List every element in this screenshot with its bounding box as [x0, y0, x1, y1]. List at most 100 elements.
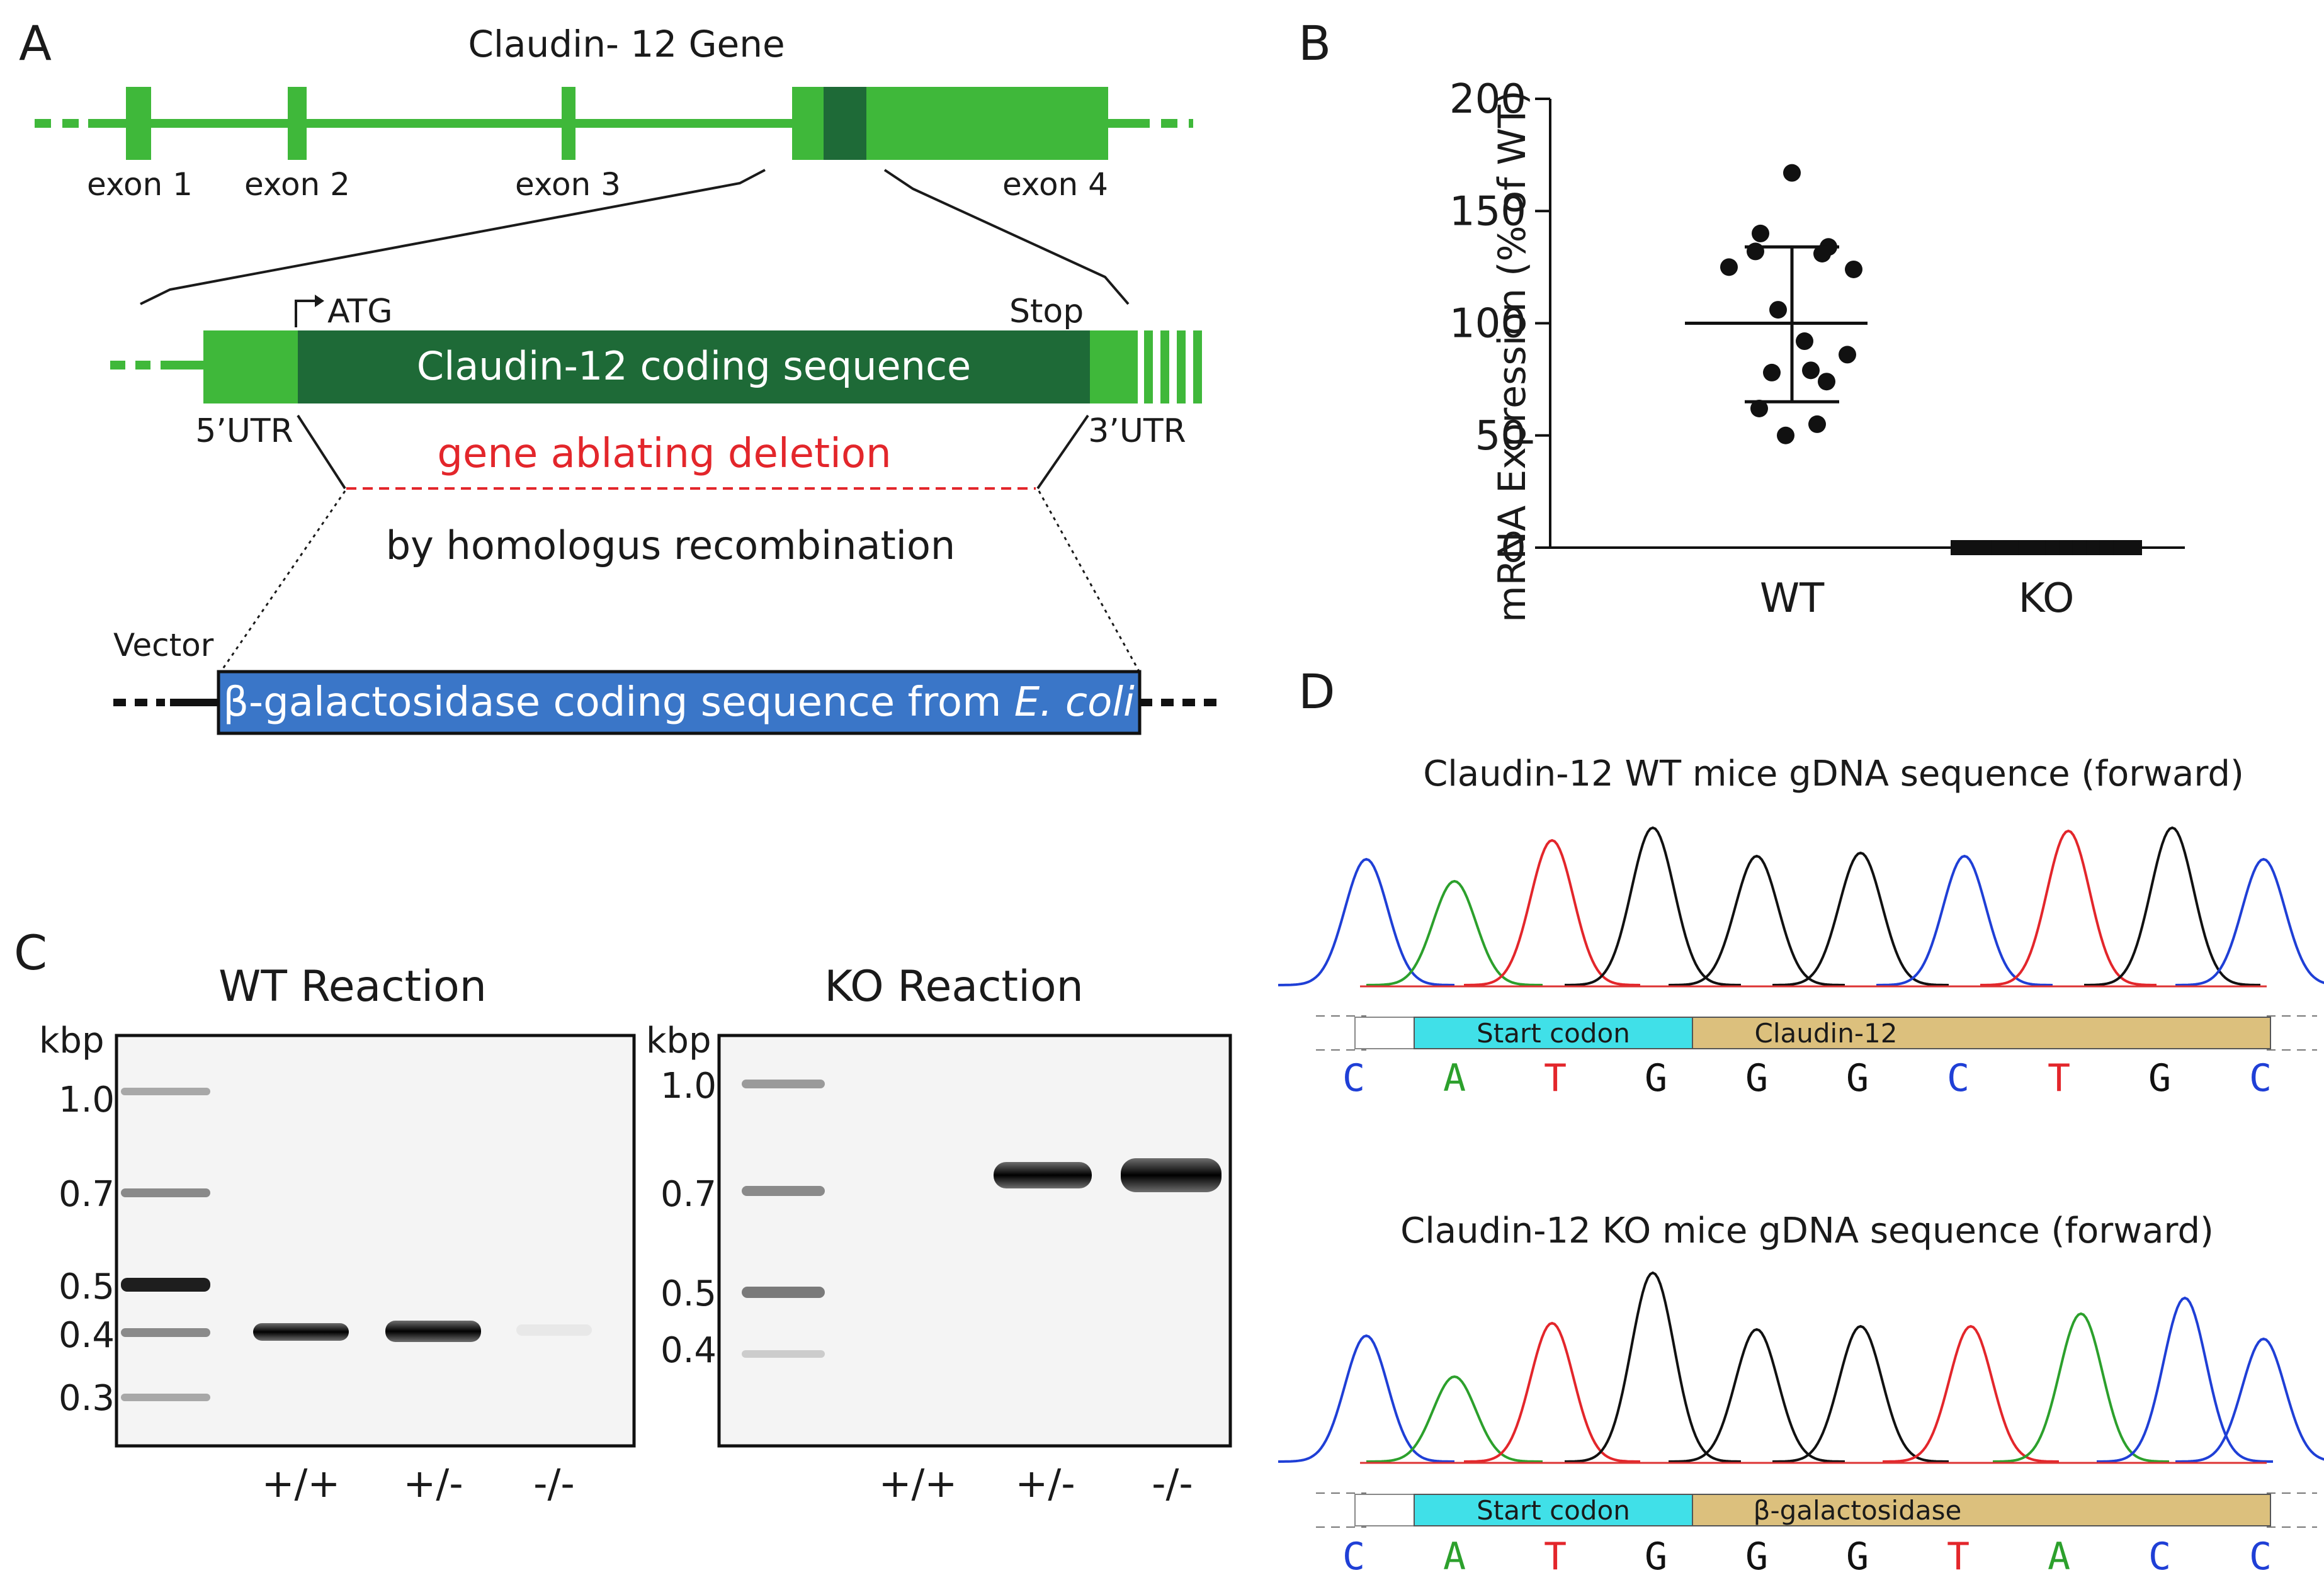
- panel-d-letter: D: [1298, 663, 1335, 719]
- trace-peak: [1463, 1321, 1641, 1463]
- gene-structure: [35, 87, 1193, 160]
- base-call: C: [2249, 1056, 2272, 1100]
- trace-peak: [1772, 851, 1949, 986]
- ko-ladder-label-0-5: 0.5: [660, 1273, 717, 1314]
- recombination-label: by homologus recombination: [386, 522, 955, 568]
- wt-ladder: [121, 1088, 210, 1401]
- base-call: G: [2148, 1056, 2171, 1100]
- ko-data-point: [2059, 540, 2075, 555]
- wt-data-point: [1763, 363, 1781, 381]
- y-tick-label: 0: [1500, 525, 1526, 572]
- wt-ladder-label-0-4: 0.4: [59, 1315, 115, 1356]
- wt-data-point: [1752, 224, 1769, 242]
- ko-gene-label: β-galactosidase: [1754, 1495, 1962, 1526]
- panel-c: C WT Reaction KO Reaction kbp kbp 1.0 0.…: [14, 925, 1232, 1506]
- wt-gel: [115, 1034, 636, 1448]
- wt-data-point: [1845, 260, 1862, 278]
- ko-gene-box: [1692, 1494, 2271, 1526]
- trace-peak: [1366, 1375, 1543, 1463]
- deletion-label: gene ablating deletion: [437, 431, 891, 477]
- ko-kbp-label: kbp: [646, 1020, 711, 1061]
- stop-label: Stop: [1009, 293, 1084, 330]
- wt-ladder-label-0-7: 0.7: [59, 1174, 115, 1215]
- wt-lane-label-ko: -/-: [533, 1460, 575, 1506]
- base-call: C: [2249, 1535, 2272, 1579]
- base-call: C: [2148, 1535, 2171, 1579]
- base-call: G: [1745, 1535, 1768, 1579]
- transcription-arrow-icon: [295, 300, 318, 327]
- trace-peak: [1278, 1334, 1455, 1463]
- exon-1-block: [126, 87, 151, 160]
- lacz-label-main: β-galactosidase coding sequence from: [223, 679, 1014, 726]
- base-call: G: [1846, 1056, 1869, 1100]
- ko-data-point: [2018, 540, 2034, 555]
- ko-data-point: [1991, 540, 2007, 555]
- panel-a: A Claudin- 12 Gene exon 1 exon 2 exon 3 …: [19, 15, 1218, 735]
- wt-annotation-bar: [1316, 1015, 2317, 1051]
- wt-sequence-title: Claudin-12 WT mice gDNA sequence (forwar…: [1423, 753, 2244, 794]
- utr5-label: 5’UTR: [195, 412, 293, 450]
- ko-ladder: [742, 1080, 825, 1358]
- ko-ladder-label-0-4: 0.4: [660, 1330, 717, 1371]
- wt-data-point: [1818, 373, 1835, 391]
- wt-gene-label: Claudin-12: [1755, 1018, 1898, 1049]
- base-call: A: [2048, 1535, 2070, 1579]
- ko-data-point: [2113, 540, 2129, 555]
- coding-sequence-label: Claudin-12 coding sequence: [417, 343, 971, 389]
- wt-data-point: [1747, 242, 1764, 261]
- base-call: T: [2048, 1056, 2070, 1100]
- base-call: C: [1342, 1056, 1365, 1100]
- wt-reaction-title: WT Reaction: [218, 962, 487, 1012]
- wt-data-point: [1802, 361, 1820, 380]
- ko-ladder-label-0-7: 0.7: [660, 1174, 717, 1215]
- base-call: T: [1947, 1535, 1970, 1579]
- ko-data-point: [1964, 540, 1980, 555]
- ko-data-point: [2099, 540, 2115, 555]
- ko-gel: [717, 1034, 1232, 1448]
- trace-peak: [1876, 854, 2053, 986]
- wt-ladder-label-0-5: 0.5: [59, 1266, 115, 1307]
- wt-data-point: [1769, 301, 1787, 319]
- x-tick-label: KO: [2019, 575, 2075, 622]
- panel-a-letter: A: [19, 15, 52, 71]
- exon-3-label: exon 3: [515, 166, 621, 203]
- exon-2-block: [288, 87, 307, 160]
- lacz-block: [217, 670, 1142, 735]
- ko-reaction-title: KO Reaction: [824, 962, 1083, 1012]
- y-axis-label: mRNA Expression (% of WT): [1490, 90, 1534, 623]
- y-tick-label: 50: [1475, 413, 1526, 460]
- panel-b-letter: B: [1298, 15, 1331, 71]
- trace-peak: [1772, 1324, 1949, 1463]
- ko-data-point: [2005, 540, 2021, 555]
- exon-1-label: exon 1: [87, 166, 193, 203]
- zoom-line-right: [883, 169, 1130, 305]
- wt-kbp-label: kbp: [39, 1020, 105, 1061]
- ko-band-ko: [1121, 1158, 1222, 1192]
- base-call: G: [1846, 1535, 1869, 1579]
- trace-peak: [1463, 838, 1641, 986]
- base-call: G: [1745, 1056, 1768, 1100]
- ko-ladder-label-1-0: 1.0: [660, 1066, 717, 1107]
- base-call: A: [1443, 1056, 1466, 1100]
- y-tick-label: 100: [1449, 301, 1526, 347]
- wt-ladder-label-1-0: 1.0: [59, 1080, 115, 1120]
- ko-start-codon-label: Start codon: [1477, 1495, 1630, 1526]
- zoom-line-left: [140, 169, 766, 305]
- ko-data-point: [2072, 540, 2088, 555]
- trace-peak: [2084, 826, 2260, 986]
- trace-peak: [1882, 1324, 2060, 1463]
- wt-data-point: [1720, 258, 1738, 276]
- x-tick-label: WT: [1760, 575, 1825, 622]
- base-call: G: [1645, 1056, 1667, 1100]
- ko-lane-label-ko: -/-: [1152, 1460, 1193, 1506]
- trace-peak: [1992, 1312, 2170, 1463]
- trace-peak: [2175, 857, 2324, 986]
- wt-band-ko-faint: [516, 1324, 592, 1336]
- panel-c-letter: C: [14, 925, 47, 981]
- trace-peak: [1668, 1328, 1845, 1463]
- wt-data-point: [1813, 244, 1831, 262]
- exon-4-coding-region: [824, 87, 866, 160]
- ko-data-point: [2032, 540, 2048, 555]
